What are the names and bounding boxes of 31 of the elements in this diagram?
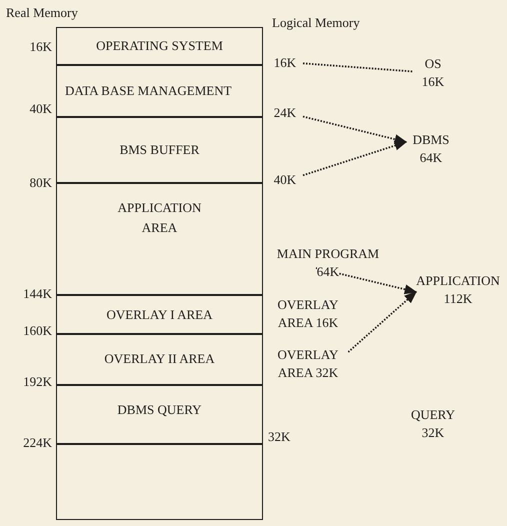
memory-block <box>56 183 263 295</box>
size-label: OVERLAY AREA 16K <box>276 296 340 332</box>
memory-block <box>56 334 263 385</box>
size-label: 192K <box>22 373 52 391</box>
dotted-arrow <box>316 267 418 294</box>
size-label: 224K <box>22 434 52 452</box>
size-label: 32K <box>420 424 446 442</box>
dotted-arrow <box>302 116 408 144</box>
block-label: OVERLAY I AREA <box>106 306 212 324</box>
block-label: OVERLAY II AREA <box>104 350 215 368</box>
size-label: 144K <box>22 285 52 303</box>
column-heading: Logical Memory <box>272 14 361 32</box>
size-label: 40K <box>28 100 52 118</box>
column-heading: Real Memory <box>6 4 79 22</box>
dotted-arrow <box>302 140 408 176</box>
size-label: 16K <box>28 38 52 56</box>
size-label: 160K <box>22 322 52 340</box>
block-label: DBMS QUERY <box>117 401 202 419</box>
block-label: OPERATING SYSTEM <box>96 37 223 55</box>
memory-block <box>56 117 263 183</box>
block-label: BMS BUFFER <box>120 141 200 159</box>
size-label: 80K <box>28 174 52 192</box>
memory-block <box>56 27 263 65</box>
size-label: 32K <box>268 428 292 446</box>
memory-block <box>56 65 263 117</box>
memory-block <box>56 295 263 334</box>
block-label: APPLICATION AREA <box>116 199 202 237</box>
size-label: QUERY <box>410 406 456 424</box>
block-label: DATA BASE MANAGEMENT <box>65 82 232 100</box>
memory-block <box>56 385 263 444</box>
memory-block <box>56 444 263 520</box>
